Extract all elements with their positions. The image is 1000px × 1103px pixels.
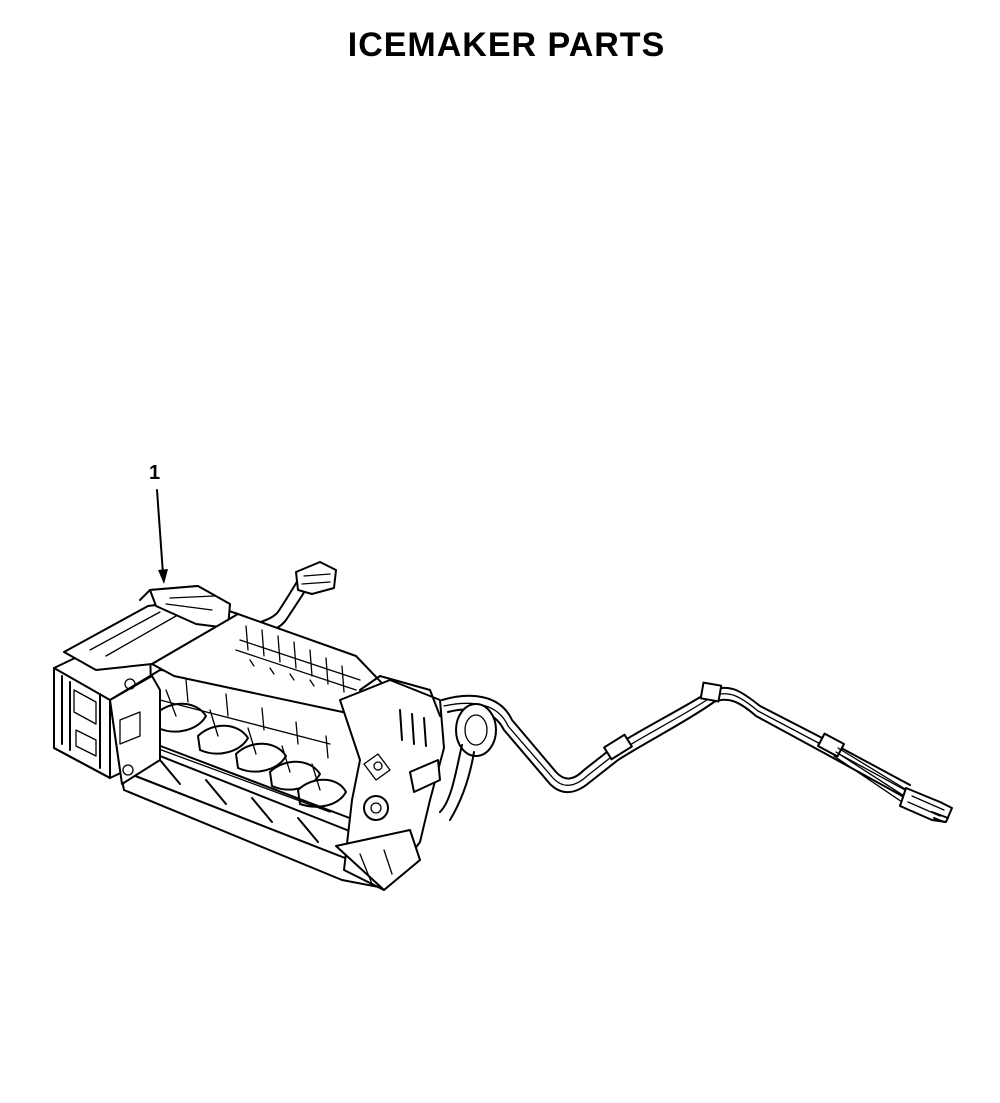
- wire-harness: [439, 681, 953, 823]
- callout-arrow-1: [156, 489, 168, 584]
- callout-label-1: 1: [149, 462, 161, 484]
- icemaker-body: [53, 585, 445, 891]
- page-title: ICEMAKER PARTS: [347, 26, 666, 64]
